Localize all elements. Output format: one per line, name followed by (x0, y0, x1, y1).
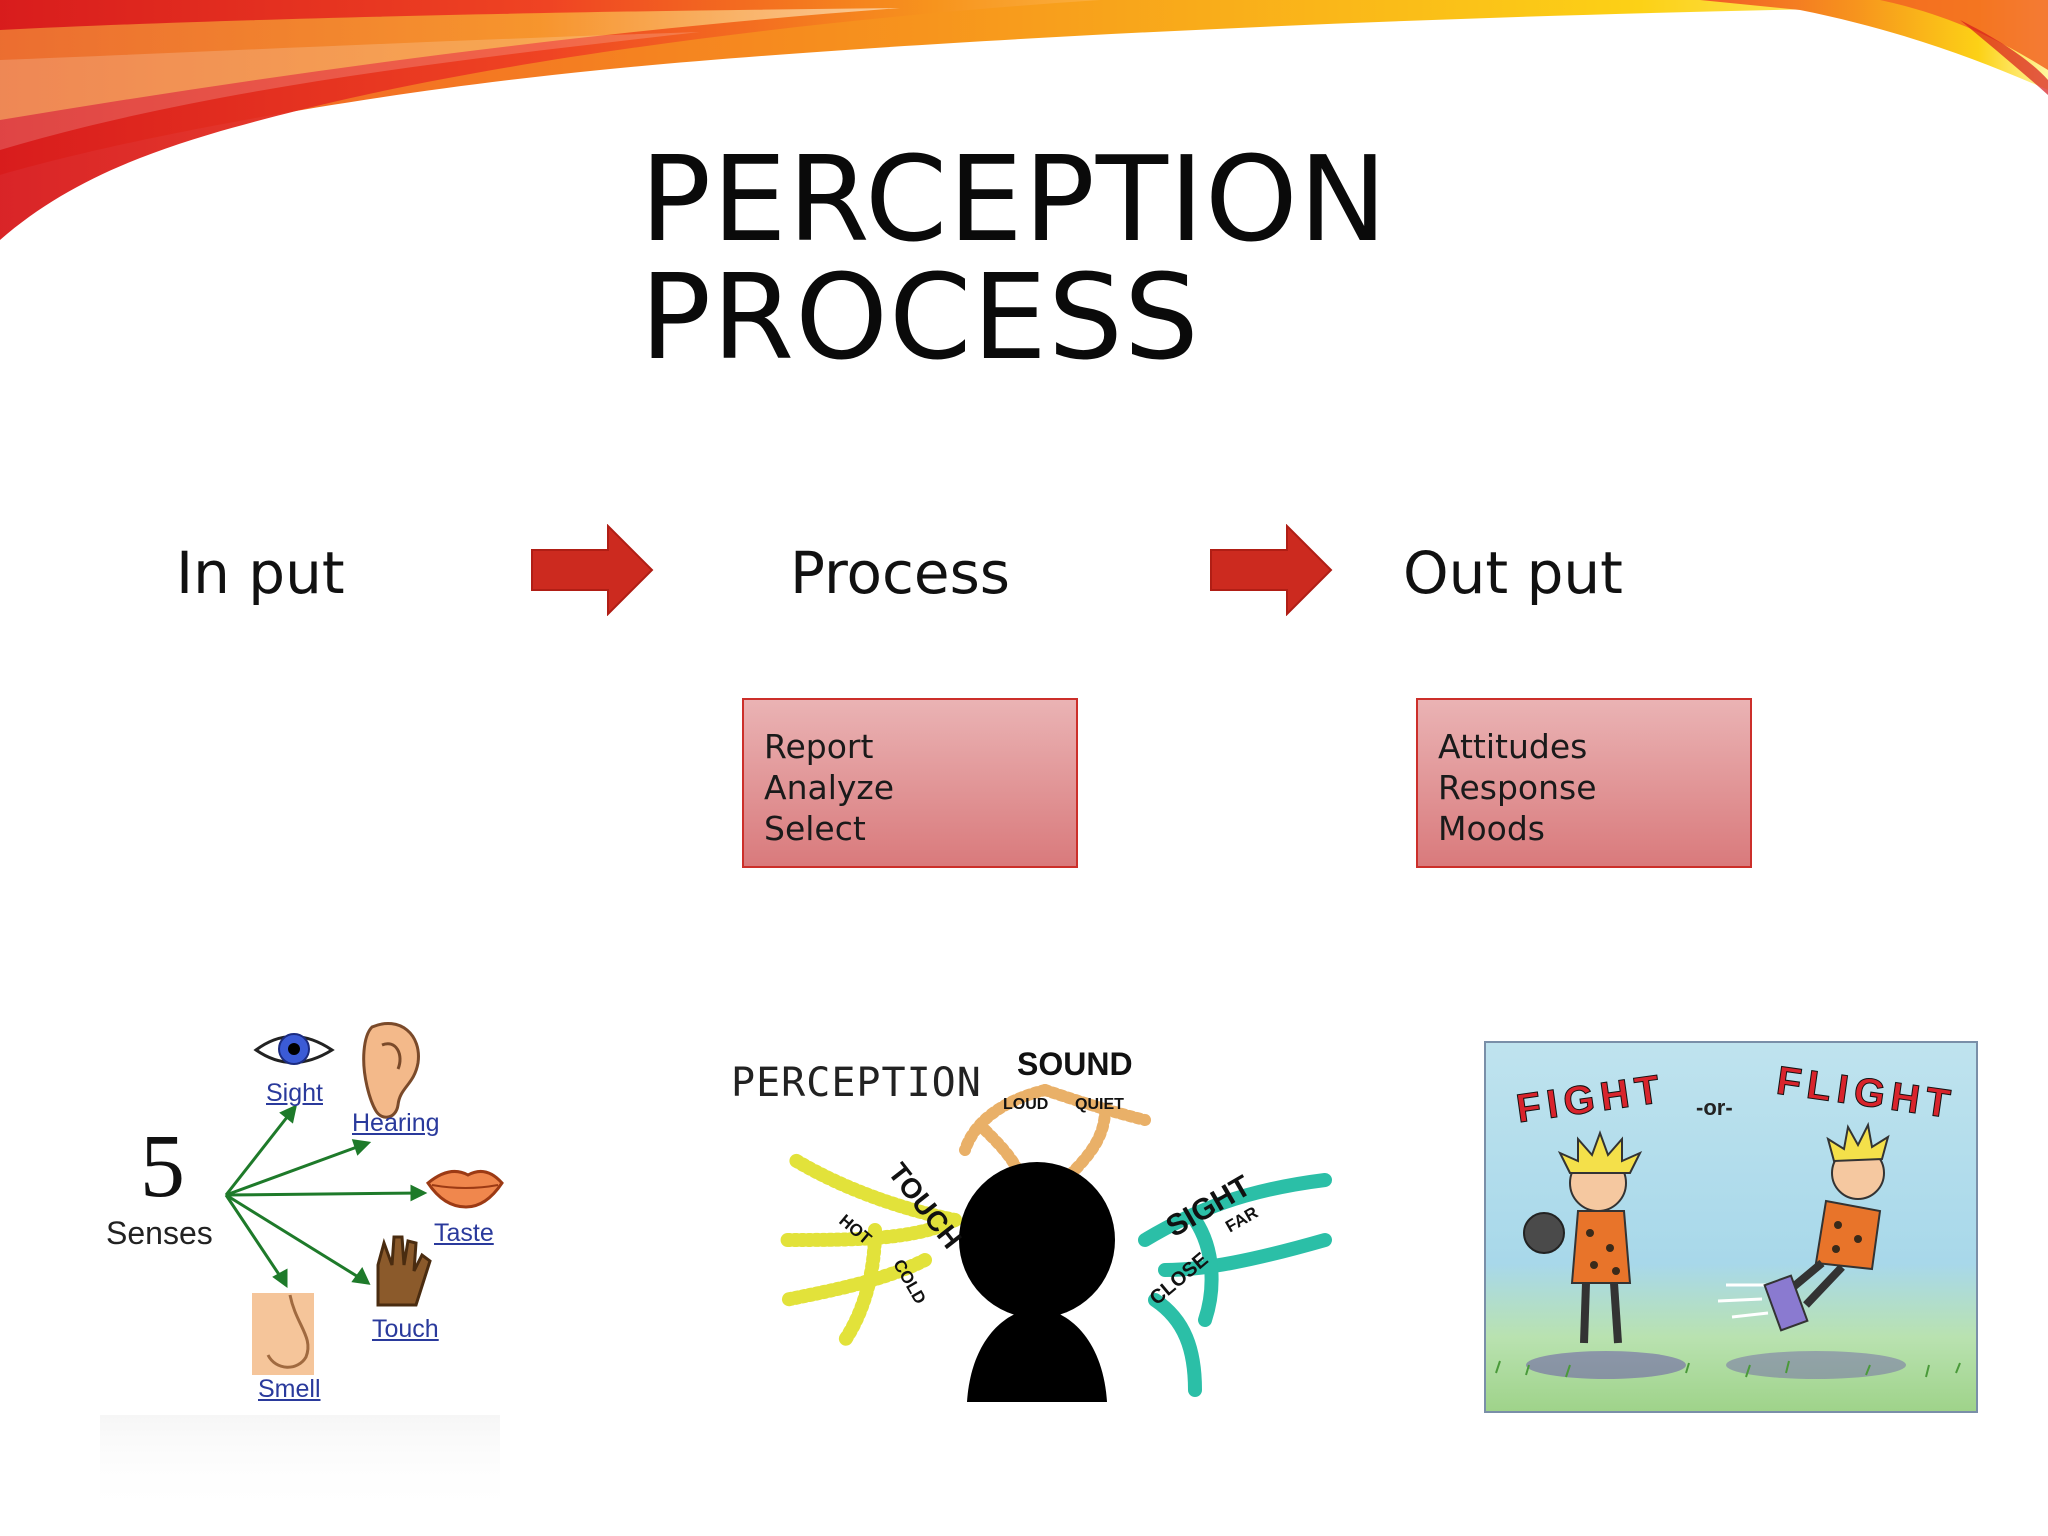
sense-label-taste: Taste (434, 1219, 494, 1247)
slide-title: PERCEPTION PROCESS (640, 130, 1388, 386)
process-item: Report (764, 727, 874, 766)
sense-label-hearing: Hearing (352, 1109, 440, 1137)
perception-word-loud: LOUD (1003, 1096, 1049, 1113)
senses-caption: Senses (106, 1215, 213, 1251)
sense-label-touch: Touch (372, 1315, 439, 1343)
sense-label-smell: Smell (258, 1375, 321, 1403)
senses-number: 5 (140, 1117, 185, 1216)
process-item: Select (764, 809, 866, 848)
caveman-fighting-icon (1523, 1130, 1643, 1344)
flame-swoosh-decoration (0, 0, 2048, 240)
arrow-right-icon (1210, 524, 1333, 616)
perception-map-image: PERCEPTION SOUND LOUD QUIET TOUCH SIGHT … (725, 1040, 1361, 1402)
perception-map-heading: PERCEPTION (731, 1060, 982, 1106)
process-box: Report Analyze Select (742, 698, 1078, 868)
stage-output-label: Out put (1403, 539, 1623, 607)
output-box: Attitudes Response Moods (1416, 698, 1752, 868)
fight-or-flight-image: FIGHT -or- FLIGHT (1484, 1041, 1978, 1413)
nose-icon (252, 1293, 314, 1375)
perception-word-sound: SOUND (1017, 1046, 1133, 1082)
hand-icon (376, 1235, 432, 1307)
ear-icon (362, 1021, 420, 1119)
lips-icon (425, 1169, 504, 1209)
sense-label-sight: Sight (266, 1079, 323, 1107)
output-item: Moods (1438, 809, 1545, 848)
process-item: Analyze (764, 768, 895, 807)
caveman-fleeing-icon (1717, 1121, 1890, 1332)
stage-process-label: Process (790, 539, 1011, 607)
output-item: Attitudes (1438, 727, 1588, 766)
eye-icon (253, 1033, 335, 1065)
perception-word-quiet: QUIET (1075, 1096, 1124, 1113)
or-connector: -or- (1696, 1095, 1733, 1120)
five-senses-image: 5 Senses Sight Hearing Taste Touch Smell (100, 1015, 520, 1515)
stage-input-label: In put (176, 539, 345, 607)
arrow-right-icon (531, 524, 654, 616)
output-item: Response (1438, 768, 1597, 807)
